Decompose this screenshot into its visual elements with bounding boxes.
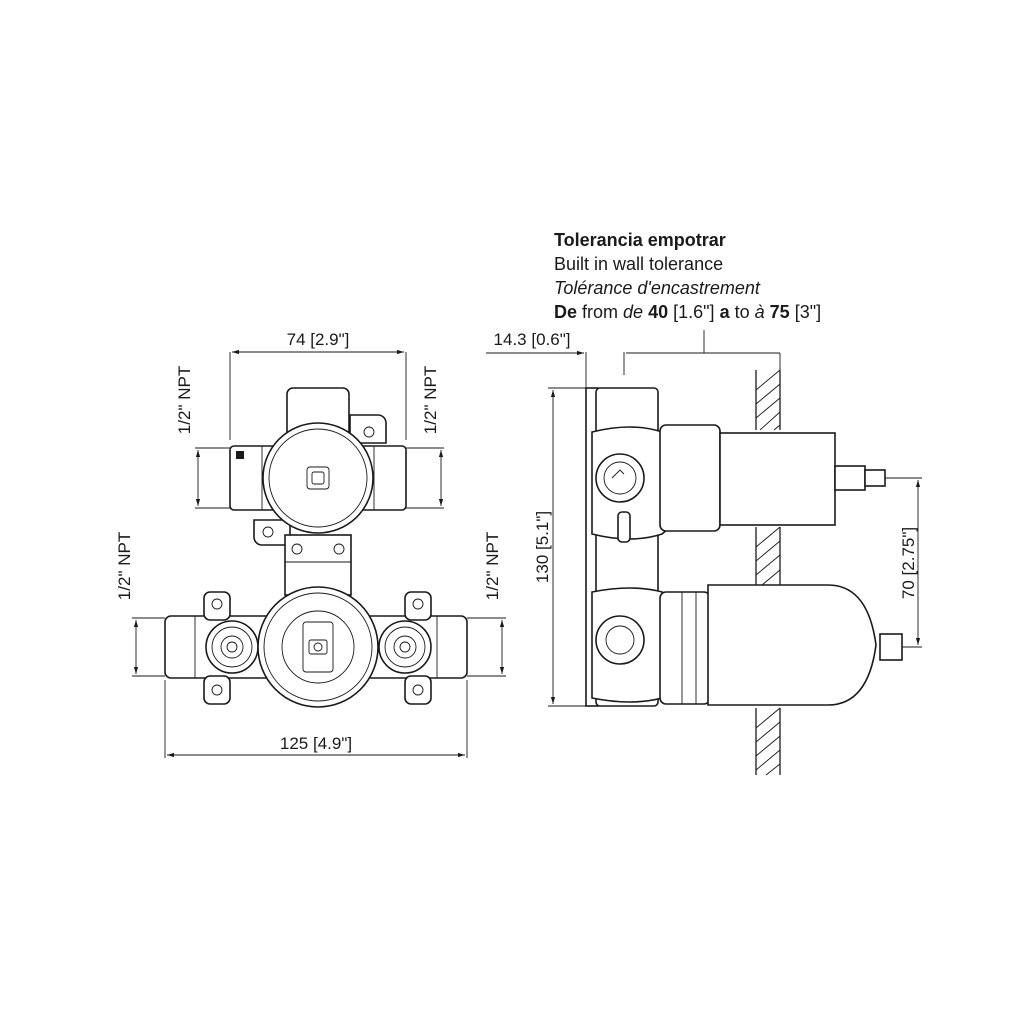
offset-label: 14.3 [0.6"]	[494, 330, 571, 349]
height-label: 130 [5.1"]	[533, 511, 552, 583]
dimension-lines	[132, 330, 922, 758]
wall-hatching	[755, 369, 781, 776]
range-to: to	[734, 302, 750, 322]
outlet-spacing-label: 70 [2.75"]	[899, 527, 918, 599]
tolerance-french: Tolérance d'encastrement	[554, 278, 760, 298]
tolerance-title: Tolerancia empotrar	[554, 230, 726, 250]
range-a: a	[719, 302, 730, 322]
range-max: 75	[769, 302, 790, 322]
tolerance-range: De from de 40 [1.6"] a to à 75 [3"]	[554, 300, 821, 324]
range-de-fr: de	[623, 302, 644, 322]
range-from: from	[582, 302, 619, 322]
range-de: De	[554, 302, 578, 322]
tolerance-english: Built in wall tolerance	[554, 254, 724, 274]
side-view	[585, 369, 903, 776]
npt-top-right-label: 1/2" NPT	[421, 366, 440, 434]
npt-bottom-right-label: 1/2" NPT	[483, 532, 502, 600]
range-min-in: [1.6"]	[673, 302, 715, 322]
bottom-width-label: 125 [4.9"]	[280, 734, 352, 753]
range-max-in: [3"]	[794, 302, 822, 322]
front-view	[164, 387, 468, 708]
range-a-fr: à	[754, 302, 765, 322]
top-width-label: 74 [2.9"]	[287, 330, 350, 349]
range-min: 40	[648, 302, 669, 322]
npt-bottom-left-label: 1/2" NPT	[115, 532, 134, 600]
tolerance-note: Tolerancia empotrar Built in wall tolera…	[554, 228, 821, 324]
npt-top-left-label: 1/2" NPT	[175, 366, 194, 434]
